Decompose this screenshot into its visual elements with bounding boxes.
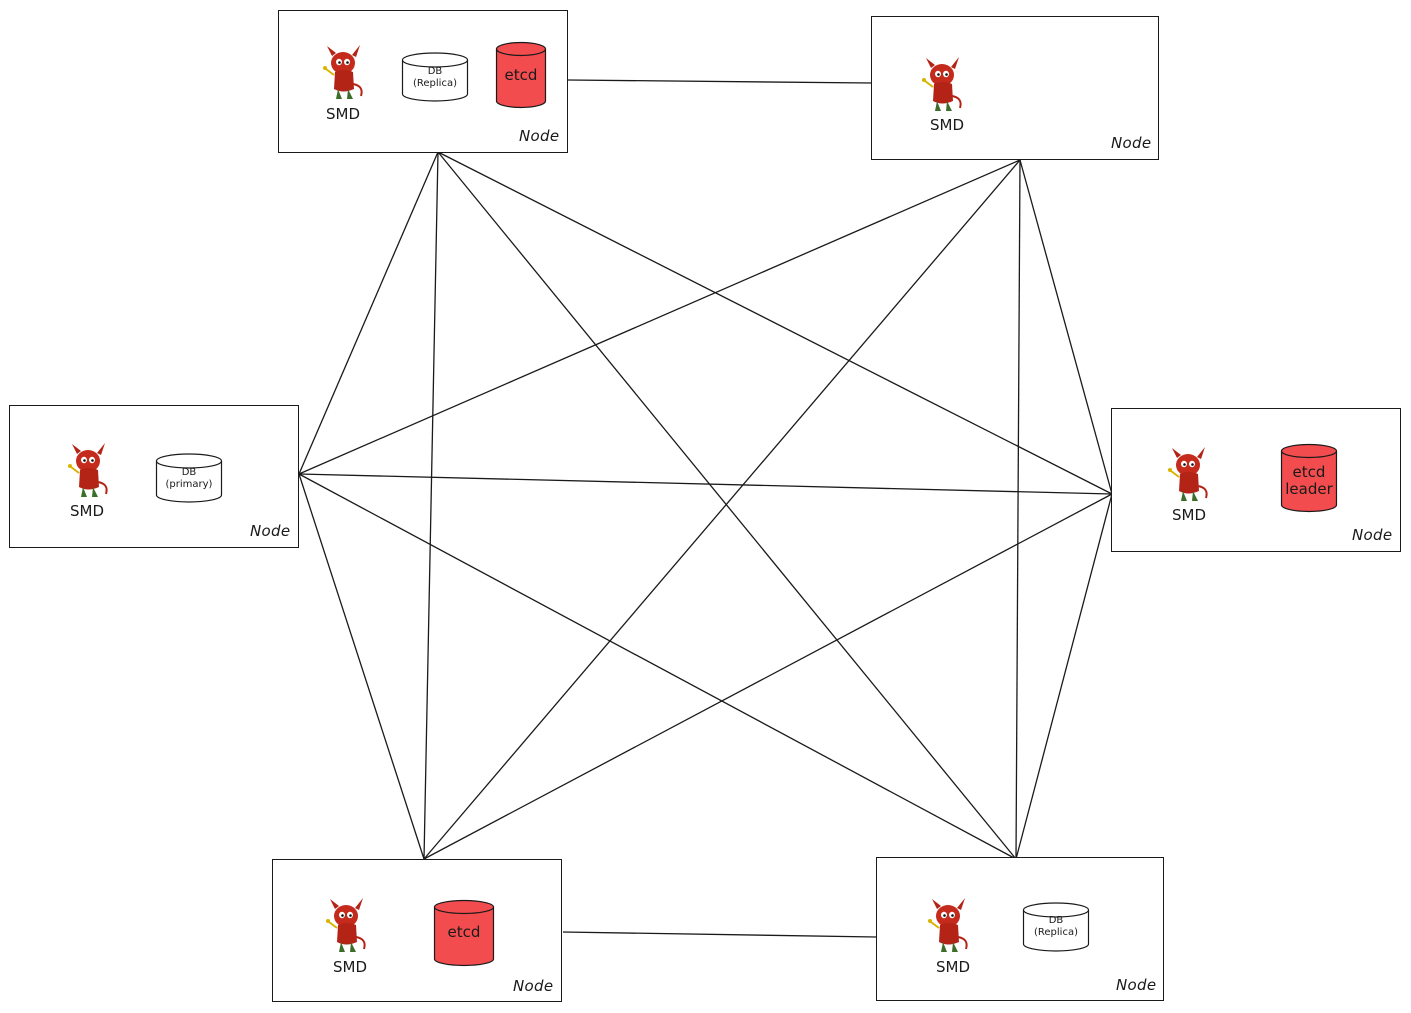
link-n2-n3 (298, 159, 1021, 475)
link-n4-n5 (423, 493, 1113, 860)
node-box-4: SMD etcd leader Node (1111, 408, 1401, 552)
bsd-daemon-icon (928, 898, 968, 952)
link-n2-n4 (1019, 159, 1113, 495)
smd-label: SMD (929, 116, 964, 134)
node-label: Node (519, 127, 560, 145)
db-replica-label: DB (Replica) (1034, 915, 1078, 938)
link-n4-n6 (1015, 493, 1113, 860)
node-box-2: SMD Node (871, 16, 1159, 160)
node-label: Node (1111, 134, 1152, 152)
link-n1-n6 (437, 151, 1017, 860)
bsd-daemon-icon (922, 57, 962, 111)
node-box-5: SMD etcd Node (272, 859, 562, 1002)
link-n3-n5 (298, 473, 425, 860)
smd-label: SMD (332, 958, 367, 976)
link-n2-n6 (1015, 159, 1021, 860)
node-box-3: SMD DB (primary) Node (9, 405, 299, 548)
smd-label: SMD (935, 958, 970, 976)
node-label: Node (1116, 976, 1157, 994)
link-n1-n5 (423, 151, 439, 860)
db-replica-cylinder-icon (401, 52, 469, 102)
etcd-cylinder-icon (433, 899, 495, 967)
link-n3-n4 (298, 473, 1113, 495)
node-label: Node (1352, 526, 1393, 544)
smd-label: SMD (69, 502, 104, 520)
db-primary-cylinder-icon (155, 453, 223, 503)
etcd-cylinder-icon (495, 41, 547, 109)
link-n1-n2 (567, 79, 873, 84)
link-n1-n4 (437, 151, 1113, 495)
link-n5-n6 (562, 931, 877, 938)
node-label: Node (513, 977, 554, 995)
db-primary-label: DB (primary) (165, 467, 213, 490)
bsd-daemon-icon (1168, 447, 1208, 501)
link-n3-n6 (298, 473, 1017, 860)
link-n2-n5 (423, 159, 1021, 860)
smd-label: SMD (325, 105, 360, 123)
node-box-6: SMD DB (Replica) Node (876, 857, 1164, 1001)
smd-label: SMD (1171, 506, 1206, 524)
bsd-daemon-icon (323, 45, 363, 99)
bsd-daemon-icon (326, 898, 366, 952)
etcd-leader-label: etcd leader (1285, 463, 1333, 499)
etcd-leader-cylinder-icon (1280, 443, 1338, 513)
link-n1-n3 (298, 151, 439, 475)
etcd-label: etcd (504, 66, 538, 84)
etcd-label: etcd (447, 923, 481, 941)
db-replica-cylinder-icon (1022, 902, 1090, 952)
node-box-1: SMD DB (Replica) etcd Node (278, 10, 568, 153)
db-replica-label: DB (Replica) (413, 66, 457, 89)
bsd-daemon-icon (68, 443, 108, 497)
node-label: Node (250, 522, 291, 540)
